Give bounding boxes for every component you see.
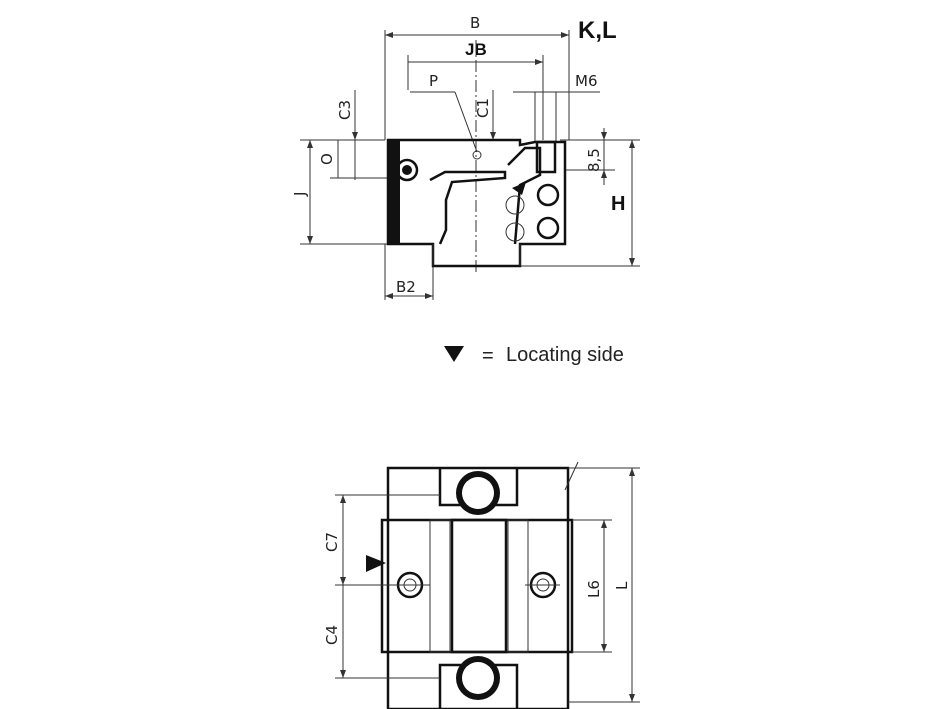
m6-thread bbox=[535, 140, 557, 174]
label-b2: B2 bbox=[396, 278, 416, 296]
label-8-5: 8,5 bbox=[585, 148, 603, 172]
plan-view: C7 C4 L6 L bbox=[323, 461, 640, 709]
legend: = Locating side bbox=[444, 344, 624, 367]
locating-marker-top bbox=[512, 182, 526, 195]
label-kl: K,L bbox=[578, 17, 617, 44]
label-l: L bbox=[613, 581, 631, 590]
ball-1 bbox=[536, 183, 560, 207]
label-c3: C3 bbox=[336, 100, 354, 120]
body-edge bbox=[388, 140, 400, 244]
legend-text: Locating side bbox=[506, 344, 624, 366]
carriage-body-plan bbox=[380, 518, 574, 654]
label-b: B bbox=[470, 14, 480, 32]
ball-4 bbox=[505, 222, 525, 242]
grease-nipple bbox=[395, 158, 419, 182]
label-c7: C7 bbox=[323, 532, 341, 552]
ball-3 bbox=[505, 195, 525, 215]
label-p: P bbox=[429, 72, 438, 90]
label-o: O bbox=[318, 153, 336, 165]
label-c4: C4 bbox=[323, 625, 341, 645]
label-m6: M6 bbox=[575, 72, 598, 90]
rail-plan bbox=[450, 518, 508, 654]
label-c1: C1 bbox=[474, 98, 492, 118]
carriage-body bbox=[386, 138, 567, 268]
locating-side-triangle-icon-plan bbox=[366, 555, 386, 572]
label-j: J bbox=[291, 192, 309, 197]
legend-equals: = bbox=[482, 345, 494, 367]
front-section-view: B K,L JB P C1 M6 C3 O bbox=[291, 14, 640, 300]
locating-side-triangle-icon bbox=[444, 346, 464, 362]
carriage-plan-outline bbox=[386, 466, 570, 709]
grease-nipple-core bbox=[402, 165, 412, 175]
rail-profile bbox=[429, 170, 507, 245]
p-hole bbox=[472, 150, 482, 160]
ball-2 bbox=[536, 216, 560, 240]
label-l6: L6 bbox=[585, 580, 603, 598]
label-h: H bbox=[611, 193, 625, 215]
